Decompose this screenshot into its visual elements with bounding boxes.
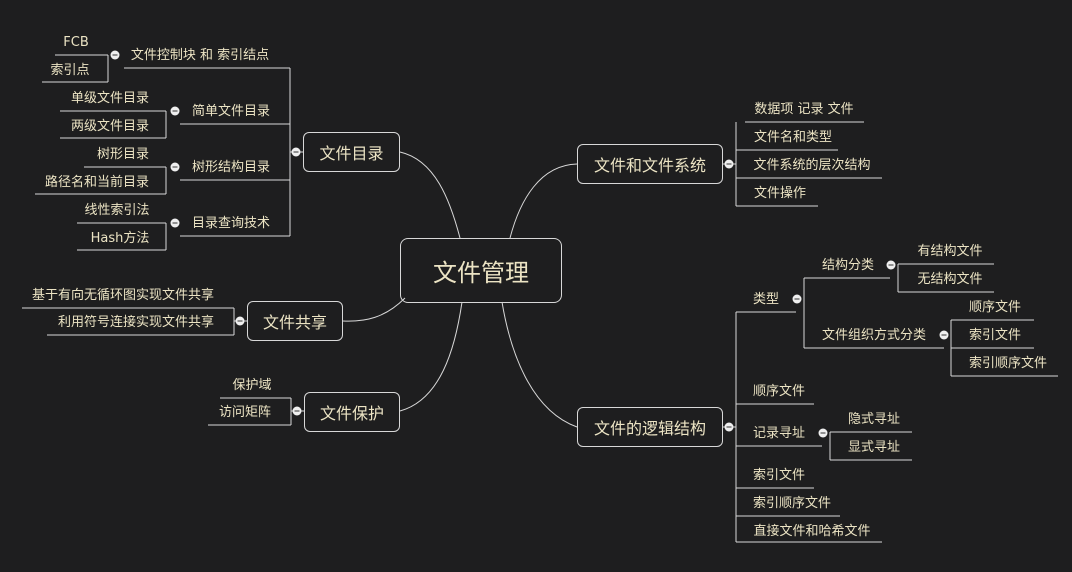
node-protection-domain[interactable]: 保护域 [232,378,272,393]
collapse-dir-icon[interactable] [291,147,301,157]
node-filename-type[interactable]: 文件名和类型 [753,130,833,145]
node-implicit-addr[interactable]: 隐式寻址 [847,412,901,427]
node-linear-index[interactable]: 线性索引法 [84,203,150,218]
collapse-tree-icon[interactable] [170,162,180,172]
collapse-simple-icon[interactable] [170,106,180,116]
node-fs-hierarchy[interactable]: 文件系统的层次结构 [753,158,871,173]
node-dir-query[interactable]: 目录查询技术 [191,216,271,231]
collapse-fcb-icon[interactable] [110,50,120,60]
node-type[interactable]: 类型 [752,292,780,307]
collapse-protect-icon[interactable] [292,406,302,416]
node-structured-file[interactable]: 有结构文件 [917,244,983,259]
node-fcb-inode[interactable]: 文件控制块 和 索引结点 [130,48,270,63]
node-inode[interactable]: 索引点 [50,63,90,78]
node-file-sharing[interactable]: 文件共享 [247,301,343,341]
collapse-type-icon[interactable] [792,294,802,304]
node-file-ops[interactable]: 文件操作 [753,186,807,201]
node-symlink-sharing[interactable]: 利用符号连接实现文件共享 [57,315,215,330]
node-fcb[interactable]: FCB [63,35,89,50]
node-file-directory[interactable]: 文件目录 [303,132,400,172]
node-seq-file-2[interactable]: 顺序文件 [752,384,806,399]
collapse-query-icon[interactable] [170,218,180,228]
root-node[interactable]: 文件管理 [400,238,562,303]
node-tree-directory[interactable]: 树形目录 [96,147,150,162]
node-logical-structure[interactable]: 文件的逻辑结构 [577,407,723,447]
collapse-sys-icon[interactable] [724,159,734,169]
node-unstructured-file[interactable]: 无结构文件 [917,272,983,287]
collapse-addr-icon[interactable] [818,428,828,438]
node-tree-dir[interactable]: 树形结构目录 [191,160,271,175]
node-access-matrix[interactable]: 访问矩阵 [218,405,272,420]
node-index-seq-file-2[interactable]: 索引顺序文件 [752,496,832,511]
node-struct-class[interactable]: 结构分类 [821,258,875,273]
collapse-logic-icon[interactable] [724,422,734,432]
node-two-level-dir[interactable]: 两级文件目录 [70,119,150,134]
collapse-struct-icon[interactable] [886,260,896,270]
node-record-addressing[interactable]: 记录寻址 [752,426,806,441]
collapse-share-icon[interactable] [235,316,245,326]
node-index-file[interactable]: 索引文件 [968,328,1022,343]
node-file-and-file-system[interactable]: 文件和文件系统 [577,144,723,184]
node-index-seq-file[interactable]: 索引顺序文件 [968,356,1048,371]
node-explicit-addr[interactable]: 显式寻址 [847,440,901,455]
collapse-org-icon[interactable] [939,330,949,340]
node-direct-hash-file[interactable]: 直接文件和哈希文件 [753,524,871,539]
node-simple-dir[interactable]: 简单文件目录 [191,104,271,119]
node-path-current-dir[interactable]: 路径名和当前目录 [44,175,150,190]
node-org-class[interactable]: 文件组织方式分类 [821,328,927,343]
node-data-record-file[interactable]: 数据项 记录 文件 [754,102,854,117]
node-seq-file[interactable]: 顺序文件 [968,300,1022,315]
node-hash-method[interactable]: Hash方法 [90,231,150,246]
node-file-protection[interactable]: 文件保护 [304,392,400,432]
node-dag-sharing[interactable]: 基于有向无循环图实现文件共享 [31,288,215,303]
node-index-file-2[interactable]: 索引文件 [752,468,806,483]
node-single-level-dir[interactable]: 单级文件目录 [70,91,150,106]
